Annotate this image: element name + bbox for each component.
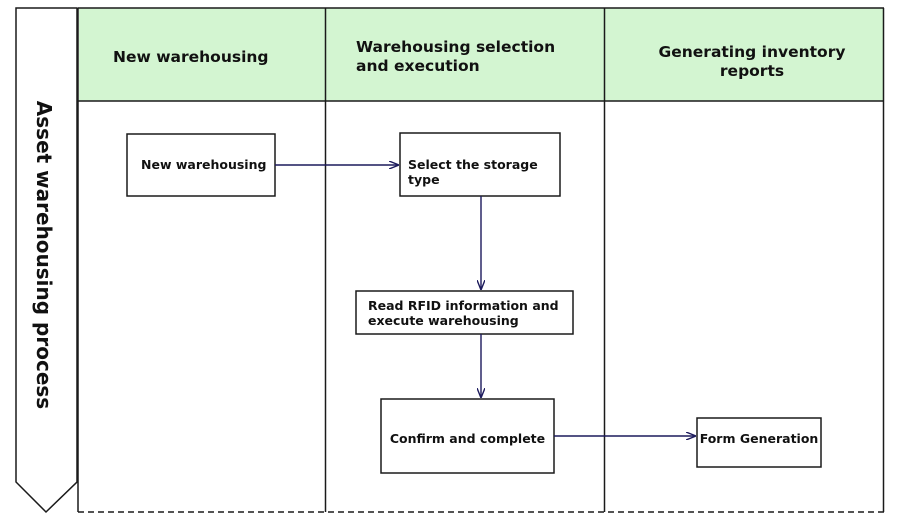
step-label-form-generation: Form Generation <box>699 431 819 446</box>
step-label-select-storage: Select the storage type <box>408 157 538 187</box>
lane-title-selection-execution: Warehousing selection and execution <box>356 38 556 75</box>
lane-title-new-warehousing: New warehousing <box>113 48 269 66</box>
step-box-form-generation <box>696 417 822 468</box>
step-box-new-warehousing <box>126 133 276 197</box>
step-label-read-rfid: Read RFID information and execute wareho… <box>368 298 559 328</box>
step-label-new-warehousing: New warehousing <box>141 157 267 172</box>
process-title: Asset warehousing process <box>32 100 56 410</box>
process-chevron <box>15 7 78 514</box>
lane-title-inventory-reports: Generating inventory reports <box>658 43 846 80</box>
lane-header-2 <box>326 8 604 101</box>
step-box-select-storage <box>399 132 561 197</box>
step-box-read-rfid <box>355 290 574 335</box>
lane-header-3 <box>605 8 883 101</box>
step-box-confirm <box>380 398 555 474</box>
lane-header-1 <box>79 8 325 101</box>
step-label-confirm: Confirm and complete <box>389 431 546 446</box>
